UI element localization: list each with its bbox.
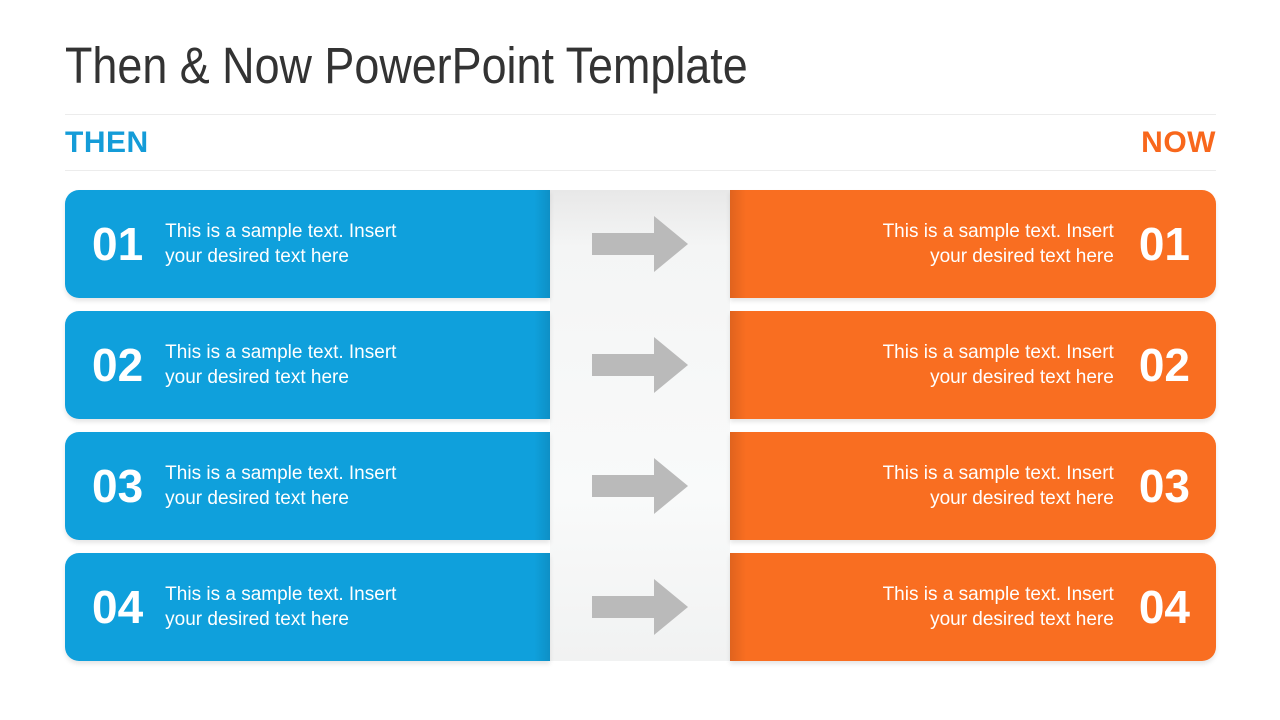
then-bar-number: 02 xyxy=(92,339,144,391)
then-bar: 01 This is a sample text. Insert your de… xyxy=(65,190,550,298)
now-bar-text-line2: your desired text here xyxy=(930,488,1114,509)
then-bar: 03 This is a sample text. Insert your de… xyxy=(65,432,550,540)
right-arrow-icon xyxy=(592,458,688,514)
now-bar-text: This is a sample text. Insert your desir… xyxy=(883,582,1114,632)
then-bar-text: This is a sample text. Insert your desir… xyxy=(165,219,396,269)
slide-title: Then & Now PowerPoint Template xyxy=(65,37,748,94)
now-bar-text-line1: This is a sample text. Insert xyxy=(882,584,1114,605)
now-bar: This is a sample text. Insert your desir… xyxy=(730,432,1216,540)
then-label: THEN xyxy=(65,125,149,159)
arrow-cell xyxy=(550,190,730,298)
arrow-cell xyxy=(550,553,730,661)
then-bar-text: This is a sample text. Insert your desir… xyxy=(165,340,396,390)
then-bar-number: 04 xyxy=(92,581,144,633)
then-bar-text-line2: your desired text here xyxy=(165,367,349,388)
center-strip xyxy=(550,190,730,661)
now-bar-text-line1: This is a sample text. Insert xyxy=(882,463,1114,484)
then-bar-text-line1: This is a sample text. Insert xyxy=(165,584,397,605)
then-bar: 04 This is a sample text. Insert your de… xyxy=(65,553,550,661)
now-bar-text: This is a sample text. Insert your desir… xyxy=(883,340,1114,390)
now-bar-text-line1: This is a sample text. Insert xyxy=(882,221,1114,242)
now-bar-text: This is a sample text. Insert your desir… xyxy=(883,219,1114,269)
then-bar-text-line2: your desired text here xyxy=(165,488,349,509)
right-arrow-icon xyxy=(592,579,688,635)
comparison-row: 03 This is a sample text. Insert your de… xyxy=(65,432,1216,540)
now-bar-text-line2: your desired text here xyxy=(930,609,1114,630)
then-bar-number: 03 xyxy=(92,460,144,512)
then-bar-text-line1: This is a sample text. Insert xyxy=(165,463,397,484)
right-arrow-icon xyxy=(592,216,688,272)
comparison-row: 02 This is a sample text. Insert your de… xyxy=(65,311,1216,419)
now-bar-text: This is a sample text. Insert your desir… xyxy=(883,461,1114,511)
now-bar-text-line2: your desired text here xyxy=(930,246,1114,267)
comparison-row: 01 This is a sample text. Insert your de… xyxy=(65,190,1216,298)
rows: 01 This is a sample text. Insert your de… xyxy=(65,190,1216,674)
now-bar-number: 02 xyxy=(1138,339,1190,391)
now-bar: This is a sample text. Insert your desir… xyxy=(730,553,1216,661)
then-bar-text: This is a sample text. Insert your desir… xyxy=(165,582,396,632)
then-bar: 02 This is a sample text. Insert your de… xyxy=(65,311,550,419)
right-arrow-icon xyxy=(592,337,688,393)
now-bar-text-line1: This is a sample text. Insert xyxy=(882,342,1114,363)
now-bar-number: 03 xyxy=(1138,460,1190,512)
arrow-cell xyxy=(550,311,730,419)
then-bar-text: This is a sample text. Insert your desir… xyxy=(165,461,396,511)
then-bar-number: 01 xyxy=(92,218,144,270)
now-label: NOW xyxy=(1141,125,1216,159)
header-band: THEN NOW xyxy=(65,114,1216,171)
now-bar: This is a sample text. Insert your desir… xyxy=(730,190,1216,298)
now-bar: This is a sample text. Insert your desir… xyxy=(730,311,1216,419)
then-bar-text-line1: This is a sample text. Insert xyxy=(165,221,397,242)
then-bar-text-line1: This is a sample text. Insert xyxy=(165,342,397,363)
now-bar-number: 01 xyxy=(1138,218,1190,270)
now-bar-text-line2: your desired text here xyxy=(930,367,1114,388)
comparison-row: 04 This is a sample text. Insert your de… xyxy=(65,553,1216,661)
arrow-cell xyxy=(550,432,730,540)
then-bar-text-line2: your desired text here xyxy=(165,246,349,267)
now-bar-number: 04 xyxy=(1138,581,1190,633)
then-bar-text-line2: your desired text here xyxy=(165,609,349,630)
